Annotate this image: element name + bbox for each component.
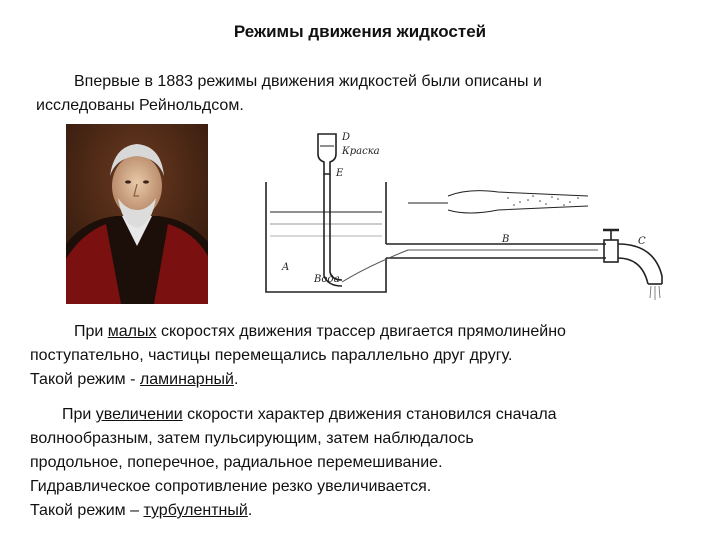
laminar-line-2: поступательно, частицы перемещались пара…	[30, 347, 513, 364]
tank-outline	[265, 182, 387, 293]
label-voda: Вода	[313, 274, 340, 285]
intro-line-1: Впервые в 1883 режимы движения жидкостей…	[74, 73, 542, 90]
underlined-turbulent: турбулентный	[143, 502, 248, 519]
portrait-image	[66, 124, 208, 304]
intro-text: Впервые в 1883 режимы движения жидкостей…	[36, 70, 696, 118]
underlined-laminar: ламинарный	[139, 371, 234, 388]
laminar-line-3: Такой режим - ламинарный.	[30, 371, 239, 388]
reynolds-portrait	[66, 124, 208, 304]
dye-funnel	[317, 133, 337, 175]
label-v: В	[501, 234, 509, 245]
laminar-paragraph: При малых скоростях движения трассер дви…	[30, 320, 706, 392]
turbulent-line-1: При увеличении скорости характер движени…	[62, 406, 557, 423]
underlined-small: малых	[107, 323, 157, 340]
label-d: D	[341, 132, 350, 143]
label-a: A	[281, 262, 289, 273]
falling-water	[649, 285, 661, 300]
page-title: Режимы движения жидкостей	[233, 22, 487, 41]
label-e: E	[335, 168, 344, 179]
turbulent-streak	[507, 195, 579, 206]
turbulent-line-5: Такой режим – турбулентный.	[30, 502, 253, 519]
intro-line-2: исследованы Рейнольдсом.	[36, 97, 244, 114]
valve-body	[603, 239, 619, 263]
turbulent-line-4: Гидравлическое сопротивление резко увели…	[30, 478, 432, 495]
laminar-line-1: При малых скоростях движения трассер дви…	[74, 323, 566, 340]
turbulent-paragraph: При увеличении скорости характер движени…	[30, 403, 706, 523]
turbulent-line-2: волнообразным, затем пульсирующим, затем…	[30, 430, 474, 447]
reynolds-experiment-diagram: D Краска E A Вода В С	[258, 126, 678, 311]
underlined-increase: увеличении	[95, 406, 183, 423]
turbulent-line-3: продольное, поперечное, радиальное перем…	[30, 454, 443, 471]
label-c: С	[638, 236, 646, 247]
label-kraska: Краска	[341, 146, 380, 157]
dye-tube	[323, 174, 343, 287]
outlet-spout	[617, 243, 663, 285]
